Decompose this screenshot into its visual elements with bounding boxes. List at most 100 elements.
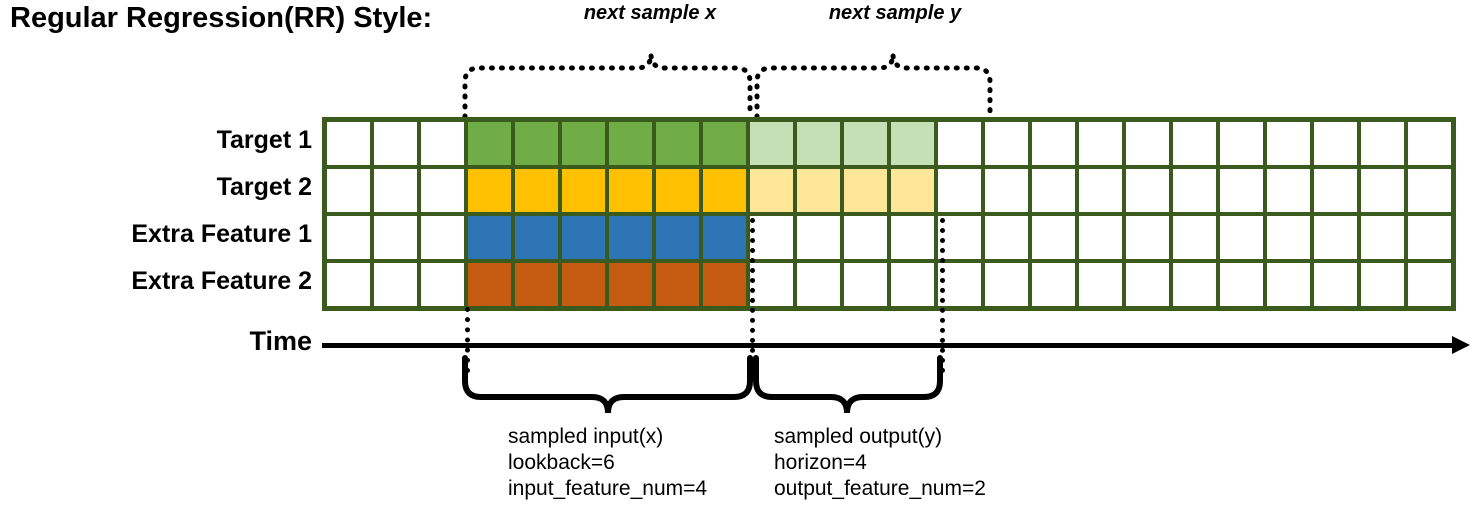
time-axis-line	[322, 343, 1462, 348]
grid-cell-r4-c8	[656, 263, 699, 306]
caption-sampled-input: sampled input(x) lookback=6 input_featur…	[508, 424, 707, 502]
grid-cell-r1-c24	[1408, 122, 1451, 165]
dotted-brace-next-sample-x	[462, 53, 753, 120]
row-label-target-1: Target 1	[216, 126, 312, 154]
row-label-column: Target 1 Target 2 Extra Feature 1 Extra …	[20, 117, 312, 307]
grid-cell-r1-c6	[562, 122, 605, 165]
grid-cell-r1-c4	[468, 122, 511, 165]
grid-cell-r3-c11	[797, 216, 840, 259]
grid-cell-r2-c23	[1361, 169, 1404, 212]
caption-input-line1: sampled input(x)	[508, 425, 664, 448]
grid-cell-r2-c8	[656, 169, 699, 212]
grid-cell-r2-c16	[1032, 169, 1075, 212]
grid-cell-r4-c4	[468, 263, 511, 306]
grid-cell-r2-c4	[468, 169, 511, 212]
grid-cell-r3-c2	[374, 216, 417, 259]
row-label-extra-feature-1: Extra Feature 1	[131, 220, 312, 248]
grid-cell-r2-c15	[985, 169, 1028, 212]
grid-cell-r3-c22	[1314, 216, 1357, 259]
grid-cell-r1-c5	[515, 122, 558, 165]
caption-input-line2: lookback=6	[508, 451, 615, 474]
caption-output-line1: sampled output(y)	[774, 425, 943, 448]
grid-cell-r3-c21	[1267, 216, 1310, 259]
grid-cell-r2-c6	[562, 169, 605, 212]
grid-cell-r3-c1	[327, 216, 370, 259]
page-title: Regular Regression(RR) Style:	[10, 2, 433, 34]
grid-cell-r1-c14	[938, 122, 981, 165]
grid-cell-r3-c24	[1408, 216, 1451, 259]
grid-cell-r3-c14	[938, 216, 981, 259]
grid-cell-r2-c12	[844, 169, 887, 212]
grid-cell-r3-c12	[844, 216, 887, 259]
grid-cell-r3-c23	[1361, 216, 1404, 259]
grid-cell-r2-c14	[938, 169, 981, 212]
row-label-extra-feature-2: Extra Feature 2	[131, 267, 312, 295]
grid-cell-r4-c19	[1173, 263, 1216, 306]
grid-cell-r1-c19	[1173, 122, 1216, 165]
grid-cell-r3-c20	[1220, 216, 1263, 259]
grid-cell-r3-c16	[1032, 216, 1075, 259]
grid-cell-r1-c13	[891, 122, 934, 165]
grid-cell-r1-c10	[750, 122, 793, 165]
grid-cell-r1-c12	[844, 122, 887, 165]
grid-cell-r4-c20	[1220, 263, 1263, 306]
dotted-brace-next-sample-y	[754, 53, 993, 120]
top-brace-label-next-sample-y: next sample y	[828, 2, 962, 24]
grid-cell-r4-c17	[1079, 263, 1122, 306]
top-brace-label-next-sample-x: next sample x	[583, 2, 717, 24]
grid-cell-r3-c5	[515, 216, 558, 259]
grid-cell-r3-c6	[562, 216, 605, 259]
grid-cell-r4-c3	[421, 263, 464, 306]
grid-cell-r3-c7	[609, 216, 652, 259]
grid-cell-r1-c22	[1314, 122, 1357, 165]
grid-cell-r4-c11	[797, 263, 840, 306]
grid-cell-r4-c2	[374, 263, 417, 306]
grid-cell-r3-c13	[891, 216, 934, 259]
grid-cell-r2-c11	[797, 169, 840, 212]
grid-cell-r2-c20	[1220, 169, 1263, 212]
time-axis-label: Time	[249, 326, 312, 356]
grid-cell-r2-c7	[609, 169, 652, 212]
grid-cell-r2-c22	[1314, 169, 1357, 212]
grid-cell-r4-c13	[891, 263, 934, 306]
grid-cell-r4-c10	[750, 263, 793, 306]
grid-cell-r2-c10	[750, 169, 793, 212]
grid-cell-r1-c15	[985, 122, 1028, 165]
grid-cell-r4-c1	[327, 263, 370, 306]
guide-line-input-start	[465, 307, 470, 373]
grid-cell-r2-c5	[515, 169, 558, 212]
grid-cell-r3-c9	[703, 216, 746, 259]
grid-cell-r4-c5	[515, 263, 558, 306]
grid-cell-r2-c9	[703, 169, 746, 212]
grid-cell-r3-c15	[985, 216, 1028, 259]
grid-cell-r4-c23	[1361, 263, 1404, 306]
grid-cell-r1-c8	[656, 122, 699, 165]
grid-cell-r2-c24	[1408, 169, 1451, 212]
caption-output-line2: horizon=4	[774, 451, 867, 474]
timeseries-grid	[322, 117, 1456, 311]
grid-cell-r3-c19	[1173, 216, 1216, 259]
grid-cell-r4-c16	[1032, 263, 1075, 306]
grid-cell-r1-c18	[1126, 122, 1169, 165]
grid-cell-r1-c23	[1361, 122, 1404, 165]
grid-cell-r3-c17	[1079, 216, 1122, 259]
grid-cell-r4-c21	[1267, 263, 1310, 306]
grid-cell-r1-c21	[1267, 122, 1310, 165]
grid-cell-r2-c1	[327, 169, 370, 212]
grid-cell-r2-c2	[374, 169, 417, 212]
caption-input-line3: input_feature_num=4	[508, 477, 708, 500]
grid-cell-r2-c17	[1079, 169, 1122, 212]
grid-cell-r4-c14	[938, 263, 981, 306]
grid-cell-r3-c3	[421, 216, 464, 259]
caption-output-line3: output_feature_num=2	[774, 477, 986, 500]
grid-cell-r1-c17	[1079, 122, 1122, 165]
grid-cell-r2-c21	[1267, 169, 1310, 212]
brace-sampled-input	[462, 355, 753, 414]
grid-cell-r1-c9	[703, 122, 746, 165]
grid-cell-r1-c1	[327, 122, 370, 165]
grid-cell-r4-c7	[609, 263, 652, 306]
time-axis-arrow-icon	[1452, 336, 1470, 354]
guide-line-output-end	[940, 218, 945, 373]
grid-cell-r1-c3	[421, 122, 464, 165]
